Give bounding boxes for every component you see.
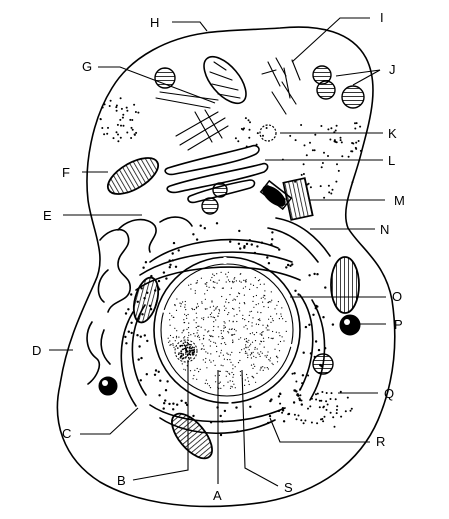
label-d: D <box>32 343 41 358</box>
chromatin <box>167 271 287 390</box>
nuclear-pores <box>159 257 297 404</box>
label-j: J <box>389 62 396 77</box>
cytoskeleton-filaments <box>155 57 301 151</box>
label-b: B <box>117 473 126 488</box>
nuclear-envelope-inner <box>160 263 294 397</box>
label-text-group: H I G J K F L M E N O P D Q C R B A S <box>32 10 405 503</box>
label-q: Q <box>384 386 394 401</box>
label-a: A <box>213 488 222 503</box>
vesicle-right <box>312 353 334 375</box>
label-n: N <box>380 222 389 237</box>
leader-lines <box>49 17 386 487</box>
vesicle-top-left <box>154 67 176 89</box>
label-i: I <box>380 10 384 25</box>
secretory-vesicles <box>201 182 228 215</box>
cell-membrane <box>56 26 396 508</box>
label-e: E <box>43 208 52 223</box>
peroxisomes <box>312 65 365 109</box>
label-o: O <box>392 289 402 304</box>
label-h: H <box>150 15 159 30</box>
mitochondrion-lower-left <box>132 276 160 324</box>
rough-endoplasmic-reticulum <box>120 217 331 435</box>
lysosome <box>259 124 277 142</box>
mitochondrion-right <box>330 256 360 314</box>
label-f: F <box>62 165 70 180</box>
mitochondrion-top <box>203 55 247 105</box>
label-k: K <box>388 126 397 141</box>
dense-vesicle-left <box>98 376 118 396</box>
nucleolus <box>174 339 198 363</box>
label-l: L <box>388 153 395 168</box>
golgi-apparatus <box>164 144 269 204</box>
mitochondrion-left <box>106 157 160 195</box>
cytoplasm-granules <box>99 97 362 428</box>
mitochondrion-bottom <box>171 412 213 460</box>
smooth-endoplasmic-reticulum <box>86 216 193 385</box>
centrioles <box>259 177 314 221</box>
label-r: R <box>376 434 385 449</box>
label-c: C <box>62 426 71 441</box>
dense-vesicle-p <box>339 314 361 336</box>
nuclear-envelope-outer <box>153 256 301 404</box>
er-ribosomes <box>124 222 335 437</box>
label-g: G <box>82 59 92 74</box>
label-p: P <box>394 317 403 332</box>
label-s: S <box>284 480 293 495</box>
label-m: M <box>394 193 405 208</box>
